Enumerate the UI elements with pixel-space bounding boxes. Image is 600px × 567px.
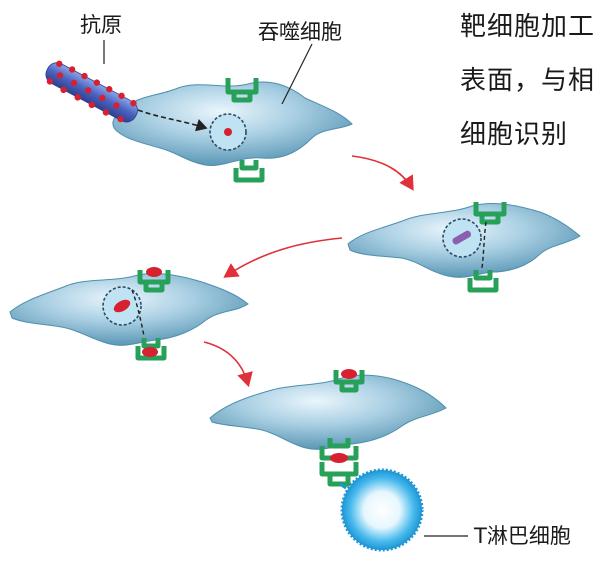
t-cell-receptor — [319, 462, 359, 487]
bound-peptide-4-top — [341, 369, 357, 379]
mhc-receptor-top — [225, 78, 259, 103]
bound-peptide-3-bottom — [142, 347, 158, 357]
mhc-receptor-2-bottom — [467, 270, 499, 293]
peptide-fragment-3 — [113, 299, 131, 313]
antigen-label: 抗原 — [80, 13, 122, 37]
process-arrow-3 — [203, 341, 253, 388]
antigen-fragment-dot — [224, 128, 232, 136]
processed-fragment — [452, 230, 472, 245]
engulf-path-arrow — [137, 109, 208, 132]
mhc-receptor-2-top — [473, 202, 507, 225]
mhc-receptor-bottom — [233, 160, 265, 183]
antigen-rod — [45, 60, 138, 123]
phagocyte-label: 吞噬细胞 — [258, 20, 342, 44]
t-lymphocyte-label: T淋巴细胞 — [474, 524, 571, 548]
mhc-receptor-3-top — [137, 270, 171, 293]
mhc-receptor-3-bottom — [135, 338, 167, 361]
transport-path-2 — [481, 221, 487, 269]
phagocyte-cell-3 — [9, 267, 249, 361]
phagocyte-cell-2 — [347, 202, 581, 293]
mhc-receptor-4-top — [333, 370, 365, 393]
body-text-line-1: 靶细胞加工 — [460, 12, 596, 42]
body-text-line-2: 表面，与相 — [460, 66, 596, 96]
phagocyte-cell-1 — [112, 78, 353, 183]
process-arrow-2 — [223, 237, 343, 278]
body-text-line-3: 细胞识别 — [460, 120, 569, 150]
process-arrow-1 — [351, 155, 414, 191]
transport-path-3 — [131, 289, 145, 337]
antigen-epitopes — [46, 60, 137, 123]
phagocyte-leader-line — [281, 43, 313, 105]
presented-peptide — [330, 453, 348, 463]
bound-peptide-3-top — [146, 267, 162, 277]
t-lymphocyte — [339, 468, 424, 552]
phagocyte-cell-4 — [209, 369, 447, 487]
